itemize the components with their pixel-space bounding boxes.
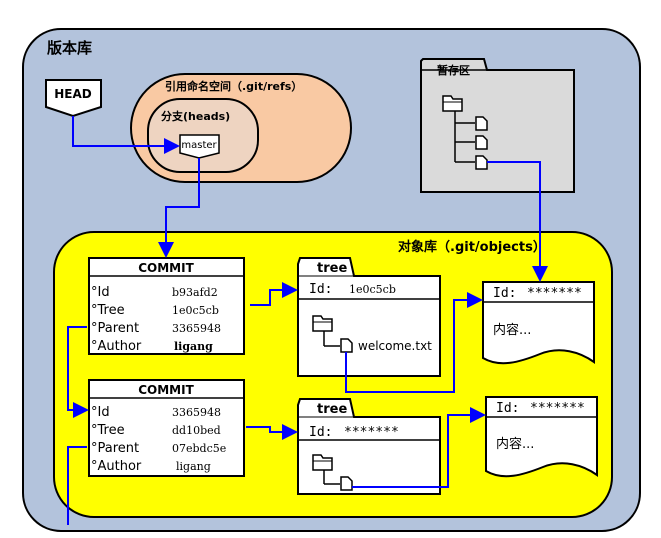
file-icon: [340, 476, 353, 491]
head-label: HEAD: [54, 87, 92, 101]
commit-field-value: 07ebdc5e: [172, 442, 226, 455]
stage-file-icon: [475, 116, 488, 131]
commit-to-tree-arrow: [250, 282, 298, 306]
commit-header: COMMIT: [138, 383, 194, 397]
commit-field-key: °Tree: [91, 303, 125, 318]
tree-file-to-blob-arrow: [352, 407, 486, 488]
tree-tab-label: tree: [317, 261, 347, 276]
blob-id-label: Id:: [496, 401, 519, 416]
stage-file-to-blob-arrow: [487, 161, 548, 282]
tree-object: tree Id: 1e0c5cb welcome.txt: [297, 257, 441, 377]
head-pointer: [45, 79, 102, 118]
stage-panel: [420, 58, 575, 193]
folder-icon: [312, 454, 333, 471]
commit-field-value: dd10bed: [172, 424, 221, 437]
blob-id-value: *******: [527, 286, 582, 301]
commit-field-value: ligang: [174, 340, 213, 353]
blob-object: Id: ******* 内容...: [485, 396, 598, 478]
commit-field-key: °Author: [91, 459, 142, 474]
blob-content: 内容...: [496, 436, 534, 452]
master-branch-label: master: [181, 140, 217, 151]
commit-field-value: b93afd2: [172, 286, 218, 299]
commit-box: COMMIT °Id °Tree °Parent °Author b93afd2…: [88, 257, 245, 355]
tree-file-to-blob-arrow: [345, 292, 483, 393]
stage-file-icon: [475, 135, 488, 150]
file-icon: [340, 338, 353, 353]
stage-tree-lines: [454, 111, 475, 163]
tree-id-label: Id:: [309, 282, 332, 297]
commit-field-key: °Id: [91, 405, 110, 420]
commit-parent-arrow: [67, 326, 89, 418]
commit-field-key: °Author: [91, 339, 142, 354]
tree-object: tree Id: *******: [297, 398, 441, 495]
commit-to-tree-arrow: [246, 424, 298, 440]
blob-id-label: Id:: [493, 286, 516, 301]
commit-field-key: °Id: [91, 285, 110, 300]
commit-field-key: °Parent: [91, 321, 139, 336]
stage-title: 暂存区: [437, 63, 470, 77]
commit-box: COMMIT °Id °Tree °Parent °Author 3365948…: [88, 379, 245, 477]
commit-header: COMMIT: [138, 261, 194, 275]
tree-id-value: 1e0c5cb: [349, 283, 396, 296]
master-to-commit-arrow: [158, 158, 200, 258]
master-branch-tag: [179, 134, 220, 159]
stage-folder-icon: [442, 95, 463, 112]
blob-object: Id: ******* 内容...: [482, 281, 595, 365]
tree-id-value: *******: [344, 425, 399, 440]
objects-store-title: 对象库（.git/objects）: [398, 239, 546, 255]
tree-file-name: welcome.txt: [358, 339, 432, 353]
tree-id-label: Id:: [309, 425, 332, 440]
tree-tab-label: tree: [317, 402, 347, 417]
stage-file-icon: [475, 155, 488, 170]
commit-field-value: 3365948: [172, 322, 221, 335]
commit-field-key: °Tree: [91, 423, 125, 438]
commit-field-key: °Parent: [91, 441, 139, 456]
commit-field-value: ligang: [176, 460, 211, 473]
branches-title: 分支(heads): [161, 109, 230, 123]
folder-icon: [312, 315, 333, 332]
commit-field-value: 3365948: [172, 406, 221, 419]
blob-content: 内容...: [493, 322, 531, 338]
repository-title: 版本库: [47, 39, 92, 57]
blob-id-value: *******: [530, 401, 585, 416]
refs-namespace-title: 引用命名空间（.git/refs）: [165, 79, 302, 93]
head-to-master-arrow: [72, 116, 180, 154]
commit-field-value: 1e0c5cb: [172, 304, 219, 317]
commit-parent-arrow: [67, 446, 87, 525]
